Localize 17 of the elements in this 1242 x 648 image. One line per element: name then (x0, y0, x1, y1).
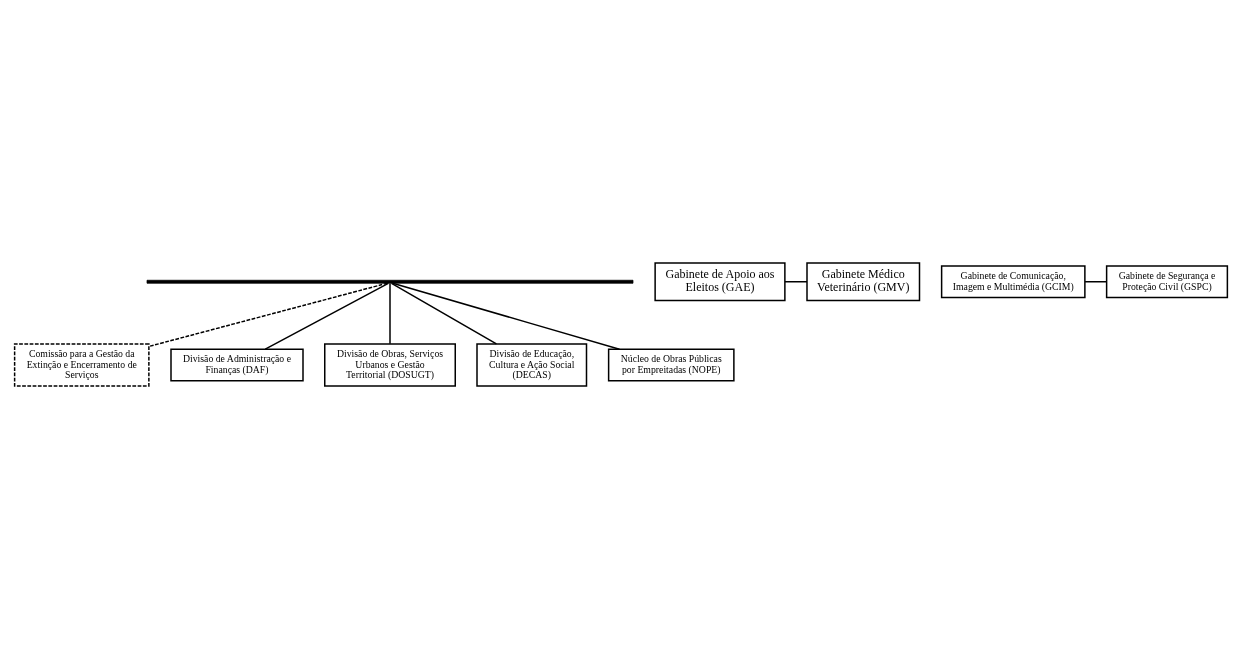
connector (389, 282, 391, 345)
node-box: Gabinete de Apoio aos Eleitos (GAE) (654, 261, 786, 301)
node-box: Gabinete de Comunicação, Imagem e Multimédia (GCIM) (940, 264, 1086, 298)
node-box: Divisão de Administração e Finanças (DAF) (170, 348, 304, 381)
node-box: Gabinete de Segurança e Proteção Civil (GSPC) (1105, 264, 1229, 298)
node-box: Comissão para a Gestão da Extinção e Encerramento de Serviços (13, 342, 150, 387)
connector (390, 282, 498, 345)
connector (264, 282, 390, 350)
node-box: Divisão de Obras, Serviços Urbanos e Gestão Territorial (DOSUGT) (324, 342, 456, 387)
node-box: Divisão de Educação, Cultura e Ação Social (DECAS) (476, 342, 588, 387)
connector (1084, 280, 1108, 282)
connector (784, 280, 808, 282)
node-box: Gabinete Médico Veterinário (GMV) (806, 261, 921, 301)
connector (148, 282, 388, 347)
connector (392, 282, 621, 350)
node-box: Núcleo de Obras Públicas por Empreitadas (NOPE) (607, 348, 735, 381)
node-bar (146, 279, 634, 284)
